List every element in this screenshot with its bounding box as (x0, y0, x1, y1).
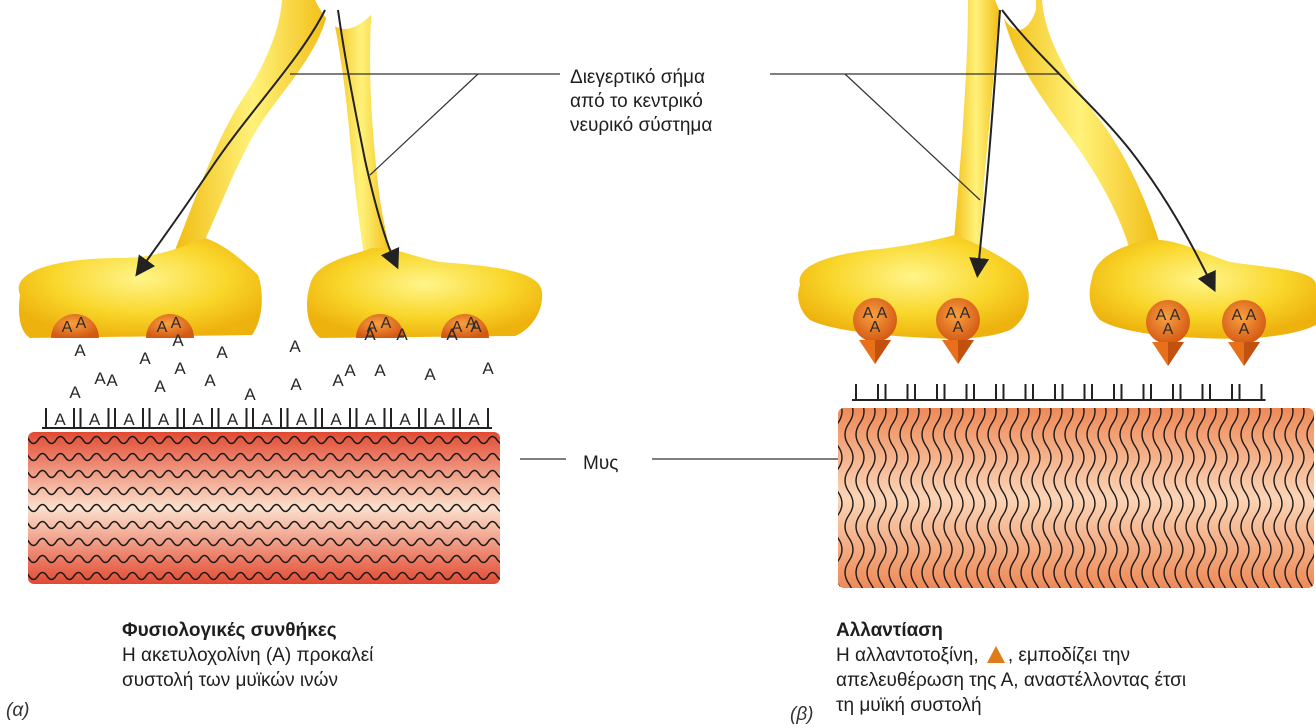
receptor (1151, 384, 1173, 400)
receptor (1063, 384, 1085, 400)
acetylcholine-letter: A (157, 319, 168, 336)
acetylcholine-letter: A (364, 325, 376, 344)
bound-acetylcholine: A (54, 410, 66, 429)
receptor (945, 384, 967, 400)
receptor (1004, 384, 1026, 400)
bound-acetylcholine: A (296, 410, 308, 429)
signal-label-line1: Διεγερτικό σήμα (570, 66, 712, 90)
bound-acetylcholine: A (89, 410, 101, 429)
axon-a-left (175, 0, 330, 250)
axon-b-left (952, 0, 1000, 262)
toxin-triangle-shade (1244, 342, 1260, 366)
acetylcholine-letter: A (76, 315, 87, 332)
acetylcholine-letter: A (374, 361, 386, 380)
muscle-b (834, 400, 1315, 630)
receptor (1210, 384, 1232, 400)
bouton-b-left (798, 235, 1029, 339)
receptor (1122, 384, 1144, 400)
signal-label-line3: νευρικό σύστημα (570, 114, 712, 138)
receptor (1181, 384, 1203, 400)
acetylcholine-letter: A (74, 341, 86, 360)
acetylcholine-letter: A (290, 375, 302, 394)
acetylcholine-letter: A (139, 349, 151, 368)
toxin-triangle-shade (1168, 342, 1184, 366)
toxin-triangle-icon (987, 646, 1005, 663)
toxin-triangle-shade (958, 340, 974, 364)
acetylcholine-letter: A (172, 331, 184, 350)
caption-botulism-line3: τη μυϊκή συστολή (836, 693, 1186, 718)
muscle-a (20, 432, 524, 584)
bound-acetylcholine: A (227, 410, 239, 429)
caption-botulism-line1-after: , εμποδίζει την (1008, 645, 1130, 666)
acetylcholine-letter: A (1239, 321, 1250, 338)
caption-normal-title: Φυσιολογικές συνθήκες (122, 618, 373, 643)
signal-label: Διεγερτικό σήμα από το κεντρικό νευρικό … (570, 66, 712, 138)
bound-acetylcholine: A (399, 410, 411, 429)
acetylcholine-letter: A (470, 317, 482, 336)
signal-label-line2: από το κεντρικό (570, 90, 712, 114)
bound-acetylcholine: A (123, 410, 135, 429)
acetylcholine-letter: A (424, 365, 436, 384)
acetylcholine-letter: A (870, 319, 881, 336)
bouton-b-right (1090, 240, 1316, 339)
bouton-a-right (307, 248, 542, 338)
bound-acetylcholine: A (158, 410, 170, 429)
acetylcholine-letter: A (69, 383, 81, 402)
receptor (856, 384, 878, 400)
caption-botulism-line1-before: Η αλλαντοτοξίνη, (836, 645, 979, 666)
acetylcholine-letter: A (396, 325, 408, 344)
acetylcholine-letter: A (482, 359, 494, 378)
muscle-label: Μυς (583, 452, 618, 476)
receptor (1092, 384, 1114, 400)
caption-botulism-title: Αλλαντίαση (836, 618, 1186, 643)
bound-acetylcholine: A (365, 410, 377, 429)
acetylcholine-letter: A (332, 371, 344, 390)
bound-acetylcholine: A (330, 410, 342, 429)
acetylcholine-letter: A (446, 325, 458, 344)
acetylcholine-letter: A (953, 319, 964, 336)
acetylcholine-letter: A (381, 315, 392, 332)
caption-botulism-line2: απελευθέρωση της Α, αναστέλλοντας έτσι (836, 668, 1186, 693)
acetylcholine-letter: A (154, 377, 166, 396)
receptors-empty (852, 384, 1266, 400)
acetylcholine-letter: A (344, 361, 356, 380)
acetylcholine-letter: A (171, 315, 182, 332)
caption-normal-line2: συστολή των μυϊκών ινών (122, 668, 373, 693)
bound-acetylcholine: A (261, 410, 273, 429)
bound-acetylcholine: A (192, 410, 204, 429)
acetylcholine-letter: A (289, 337, 301, 356)
receptor (886, 384, 908, 400)
bound-acetylcholine: A (434, 410, 446, 429)
toxin-triangle-shade (875, 340, 891, 364)
acetylcholine-letter: A (94, 369, 106, 388)
acetylcholine-letter: A (1163, 321, 1174, 338)
bouton-a-left (19, 238, 262, 338)
caption-botulism-line1: Η αλλαντοτοξίνη, , εμποδίζει την (836, 643, 1186, 668)
receptor (1033, 384, 1055, 400)
acetylcholine-letter: A (106, 371, 118, 390)
panel-b-marker: (β) (790, 704, 814, 726)
axon-a-right (330, 0, 392, 262)
caption-botulism: Αλλαντίαση Η αλλαντοτοξίνη, , εμποδίζει … (836, 618, 1186, 718)
acetylcholine-letter: A (244, 385, 256, 404)
bound-acetylcholine: A (468, 410, 480, 429)
neuron-a: AAAAAAAA (19, 0, 542, 338)
acetylcholine-letter: A (62, 319, 73, 336)
caption-normal-line1: Η ακετυλοχολίνη (Α) προκαλεί (122, 643, 373, 668)
panel-a-marker: (α) (6, 700, 30, 722)
receptor (915, 384, 937, 400)
caption-normal: Φυσιολογικές συνθήκες Η ακετυλοχολίνη (Α… (122, 618, 373, 693)
acetylcholine-letter: A (216, 343, 228, 362)
acetylcholine-letter: A (174, 359, 186, 378)
acetylcholine-letter: A (204, 371, 216, 390)
receptor (1240, 384, 1262, 400)
receptor (974, 384, 996, 400)
